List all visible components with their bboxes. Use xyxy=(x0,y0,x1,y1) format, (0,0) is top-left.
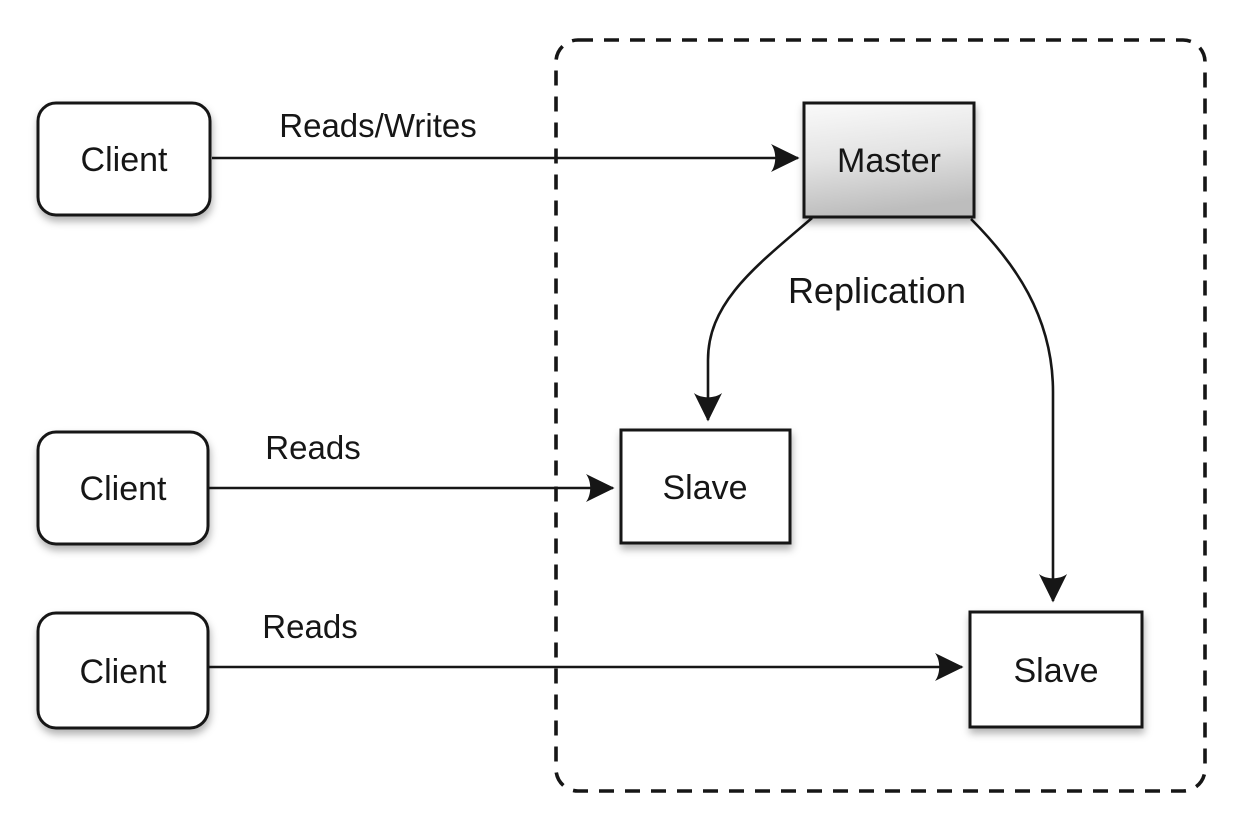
replication-boundary-dashed-box xyxy=(554,38,1207,793)
master-node-box xyxy=(802,101,976,219)
client-node-3: Client xyxy=(36,611,210,730)
slave-node-1: Slave xyxy=(619,428,792,545)
slave-node-2: Slave xyxy=(968,610,1144,729)
slave-node-2-box xyxy=(968,610,1144,729)
client-node-3-label: Client xyxy=(80,653,167,691)
edge-label-reads-bottom: Reads xyxy=(262,608,357,645)
client-node-1-box xyxy=(36,101,212,217)
edge-replication-to-slave2-arrow xyxy=(970,218,1068,603)
edge-label-replication: Replication xyxy=(788,270,966,311)
slave-node-1-label: Slave xyxy=(662,469,747,507)
master-node: Master xyxy=(802,101,976,219)
client-node-1-label: Client xyxy=(81,141,168,179)
edge-replication-to-slave1-arrow xyxy=(693,217,813,422)
slave-node-1-box xyxy=(619,428,792,545)
client-node-1: Client xyxy=(36,101,212,217)
edge-label-reads-writes: Reads/Writes xyxy=(279,107,476,144)
edge-label-reads-top: Reads xyxy=(265,429,360,466)
slave-node-2-label: Slave xyxy=(1013,652,1098,690)
client-node-2-label: Client xyxy=(80,470,167,508)
client-node-2-box xyxy=(36,430,210,546)
master-node-label: Master xyxy=(837,142,941,180)
client-node-2: Client xyxy=(36,430,210,546)
client-node-3-box xyxy=(36,611,210,730)
